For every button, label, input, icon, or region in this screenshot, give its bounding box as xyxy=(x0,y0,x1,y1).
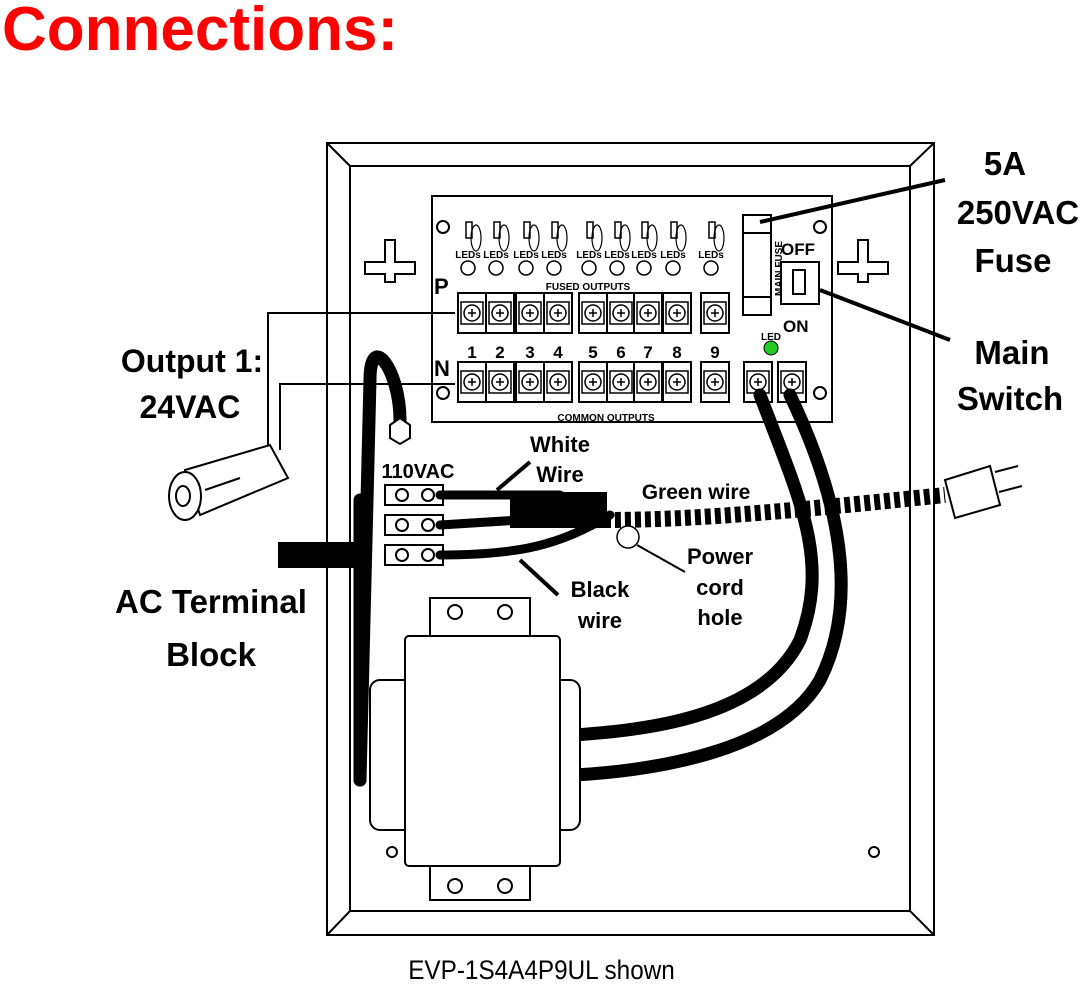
led-label: LEDs xyxy=(513,250,539,261)
output-number: 5 xyxy=(588,343,597,362)
ac-wires xyxy=(435,490,615,560)
fused-output-terminal-5[interactable] xyxy=(578,292,608,334)
fused-outputs-label: FUSED OUTPUTS xyxy=(546,282,631,293)
common-output-terminal-9[interactable] xyxy=(700,361,730,403)
output-number: 4 xyxy=(553,343,563,362)
plug-icon xyxy=(943,464,1023,520)
output-led: LEDs xyxy=(455,221,482,276)
common-output-terminal-8[interactable] xyxy=(662,361,692,403)
output-number: 2 xyxy=(495,343,504,362)
ac-terminal-callout-2: Block xyxy=(166,636,257,673)
p-label: P xyxy=(434,274,449,299)
110vac-label: 110VAC xyxy=(381,461,454,483)
white-wire-label-1: White xyxy=(530,432,590,457)
ac-terminal-callout-1: AC Terminal xyxy=(115,583,307,620)
output-number: 9 xyxy=(710,343,719,362)
off-label: OFF xyxy=(781,240,815,259)
common-output-terminal-3[interactable] xyxy=(515,361,545,403)
on-label: ON xyxy=(783,317,809,336)
caption: EVP-1S4A4P9UL shown xyxy=(408,955,675,985)
fused-output-terminal-2[interactable] xyxy=(485,292,515,334)
main-fuse-label: MAIN FUSE xyxy=(774,241,785,296)
led-label: LEDs xyxy=(541,250,567,261)
fused-output-terminal-8[interactable] xyxy=(662,292,692,334)
power-cord-hole-label-3: hole xyxy=(697,605,742,630)
power-cord-hole xyxy=(616,525,640,549)
led-label: LEDs xyxy=(660,250,686,261)
common-output-terminal-1[interactable] xyxy=(457,361,487,403)
output-number: 7 xyxy=(643,343,652,362)
led-label: LEDs xyxy=(576,250,602,261)
common-output-terminal-7[interactable] xyxy=(633,361,663,403)
output-led: LEDs xyxy=(660,221,687,276)
status-led xyxy=(763,340,779,356)
fused-output-terminal-6[interactable] xyxy=(606,292,636,334)
switch-callout-1: Main xyxy=(974,334,1049,371)
black-wire-label-2: wire xyxy=(577,608,622,633)
green-wire-label: Green wire xyxy=(642,481,751,504)
transformer xyxy=(369,597,581,901)
led-label: LED xyxy=(761,332,781,343)
led-label: LEDs xyxy=(698,250,724,261)
mount-hole-left xyxy=(364,239,416,283)
fuse-callout-2: 250VAC xyxy=(957,194,1079,231)
ac-terminal-block xyxy=(384,484,444,566)
power-cord xyxy=(604,487,946,528)
fused-output-terminal-7[interactable] xyxy=(633,292,663,334)
page-title: Connections: xyxy=(2,0,399,64)
output-led: LEDs xyxy=(698,221,725,276)
led-label: LEDs xyxy=(631,250,657,261)
output-led: LEDs xyxy=(513,221,540,276)
power-cord-hole-label-1: Power xyxy=(687,544,753,569)
camera-icon xyxy=(168,443,290,521)
white-wire-label-2: Wire xyxy=(536,462,583,487)
led-label: LEDs xyxy=(483,250,509,261)
output-led: LEDs xyxy=(483,221,510,276)
led-label: LEDs xyxy=(604,250,630,261)
output-number: 1 xyxy=(467,343,476,362)
main-input-terminal-1[interactable] xyxy=(743,361,773,403)
fused-output-terminal-3[interactable] xyxy=(515,292,545,334)
output-led: LEDs xyxy=(631,221,658,276)
switch-callout-2: Switch xyxy=(957,380,1063,417)
mount-hole-right xyxy=(837,239,889,283)
output-callout-2: 24VAC xyxy=(140,389,241,425)
fused-output-terminal-1[interactable] xyxy=(457,292,487,334)
fuse-callout-3: Fuse xyxy=(974,242,1051,279)
main-fuse xyxy=(742,214,772,316)
callout-lines xyxy=(495,178,951,597)
common-output-terminal-4[interactable] xyxy=(543,361,573,403)
common-output-terminal-5[interactable] xyxy=(578,361,608,403)
n-label: N xyxy=(434,356,450,381)
fused-output-terminal-9[interactable] xyxy=(700,292,730,334)
output-wires xyxy=(267,312,455,450)
fuse-callout-1: 5A xyxy=(984,145,1026,182)
output-led: LEDs xyxy=(576,221,603,276)
common-outputs-label: COMMON OUTPUTS xyxy=(557,413,655,424)
output-led: LEDs xyxy=(604,221,631,276)
enclosure xyxy=(326,142,935,936)
common-output-terminal-2[interactable] xyxy=(485,361,515,403)
power-cord-hole-label-2: cord xyxy=(696,575,744,600)
output-callout-1: Output 1: xyxy=(121,343,263,379)
black-wire-label-1: Black xyxy=(571,577,630,602)
led-label: LEDs xyxy=(455,250,481,261)
output-led: LEDs xyxy=(541,221,568,276)
output-number: 6 xyxy=(616,343,625,362)
output-number: 3 xyxy=(525,343,534,362)
output-number: 8 xyxy=(672,343,681,362)
common-output-terminal-6[interactable] xyxy=(606,361,636,403)
fused-output-terminal-4[interactable] xyxy=(543,292,573,334)
